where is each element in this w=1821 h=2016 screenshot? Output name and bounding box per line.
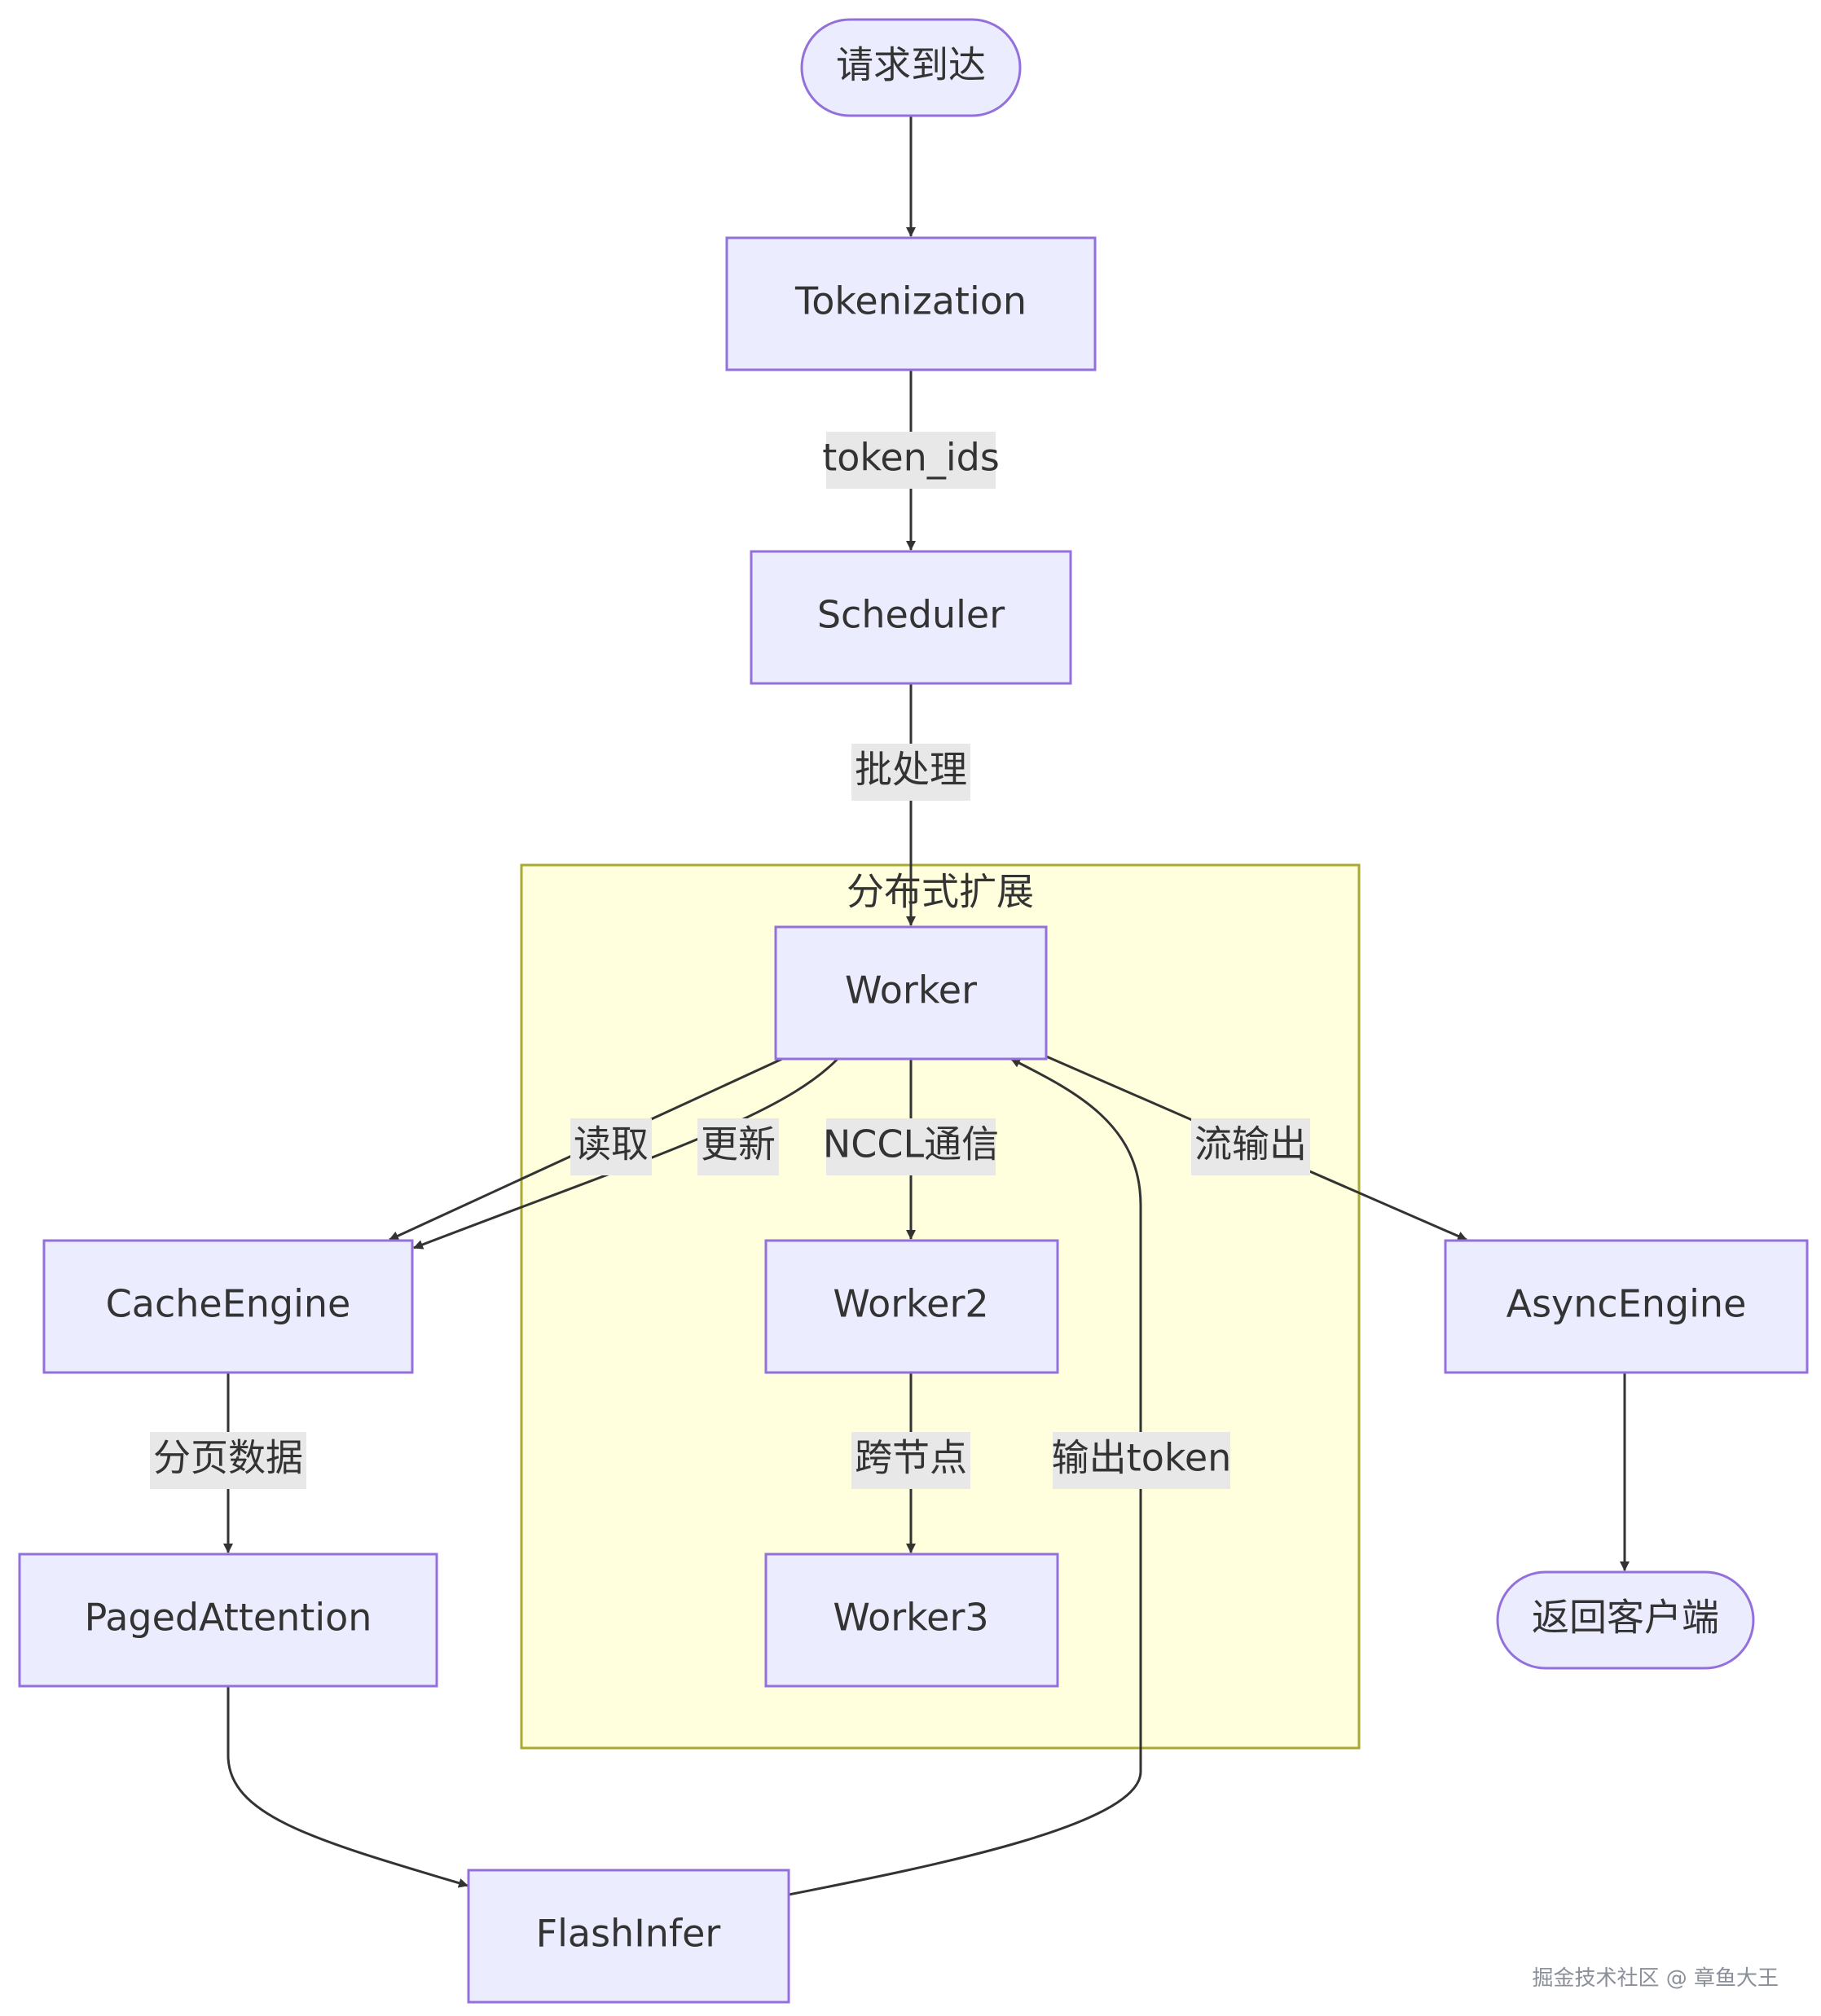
edge-label-update: 更新 xyxy=(697,1118,779,1175)
node-return-client: 返回客户端 xyxy=(1496,1570,1755,1670)
svg-text:CacheEngine: CacheEngine xyxy=(106,1282,351,1326)
svg-text:Scheduler: Scheduler xyxy=(817,593,1005,637)
node-worker2: Worker2 xyxy=(764,1239,1059,1374)
node-worker3: Worker3 xyxy=(764,1553,1059,1688)
node-async-engine: AsyncEngine xyxy=(1444,1239,1809,1374)
svg-text:Tokenization: Tokenization xyxy=(794,279,1027,323)
svg-text:读取: 读取 xyxy=(574,1122,649,1166)
edge-label-cross-node: 跨节点 xyxy=(851,1432,970,1489)
svg-text:FlashInfer: FlashInfer xyxy=(536,1912,721,1956)
svg-text:跨节点: 跨节点 xyxy=(855,1436,967,1480)
svg-text:返回客户端: 返回客户端 xyxy=(1532,1596,1719,1640)
edge-label-batch: 批处理 xyxy=(851,744,970,801)
edge-label-stream: 流输出 xyxy=(1191,1118,1310,1175)
svg-text:Worker: Worker xyxy=(845,968,977,1012)
watermark: 掘金技术社区 @ 章鱼大王 xyxy=(1532,1966,1779,1991)
edge-label-read: 读取 xyxy=(570,1118,652,1175)
node-worker: Worker xyxy=(774,925,1048,1061)
svg-text:分页数据: 分页数据 xyxy=(153,1436,303,1480)
svg-text:请求到达: 请求到达 xyxy=(836,43,986,87)
svg-text:token_ids: token_ids xyxy=(822,436,1000,480)
node-cache-engine: CacheEngine xyxy=(42,1239,414,1374)
node-paged-attention: PagedAttention xyxy=(18,1553,438,1688)
edge-label-paged-data: 分页数据 xyxy=(150,1432,306,1489)
svg-text:Worker2: Worker2 xyxy=(833,1282,988,1326)
edge-worker-cache-update xyxy=(413,1057,839,1250)
node-tokenization: Tokenization xyxy=(725,236,1097,371)
svg-text:AsyncEngine: AsyncEngine xyxy=(1507,1282,1747,1326)
edge-paged-flash xyxy=(227,1685,468,1888)
node-flash-infer: FlashInfer xyxy=(467,1869,790,2004)
node-scheduler: Scheduler xyxy=(750,550,1072,685)
node-request: 请求到达 xyxy=(800,18,1022,117)
edge-flash-worker xyxy=(788,1057,1142,1896)
svg-text:流输出: 流输出 xyxy=(1194,1122,1307,1166)
svg-text:批处理: 批处理 xyxy=(855,748,967,792)
svg-text:PagedAttention: PagedAttention xyxy=(85,1596,372,1640)
svg-text:输出token: 输出token xyxy=(1052,1436,1232,1480)
edge-label-nccl: NCCL通信 xyxy=(823,1118,999,1175)
svg-text:更新: 更新 xyxy=(701,1122,776,1166)
edge-label-output-token: 输出token xyxy=(1052,1432,1232,1489)
svg-text:Worker3: Worker3 xyxy=(833,1596,988,1640)
cluster-title: 分布式扩展 xyxy=(847,870,1034,914)
edge-label-token-ids: token_ids xyxy=(822,432,1000,489)
svg-text:NCCL通信: NCCL通信 xyxy=(823,1122,999,1166)
